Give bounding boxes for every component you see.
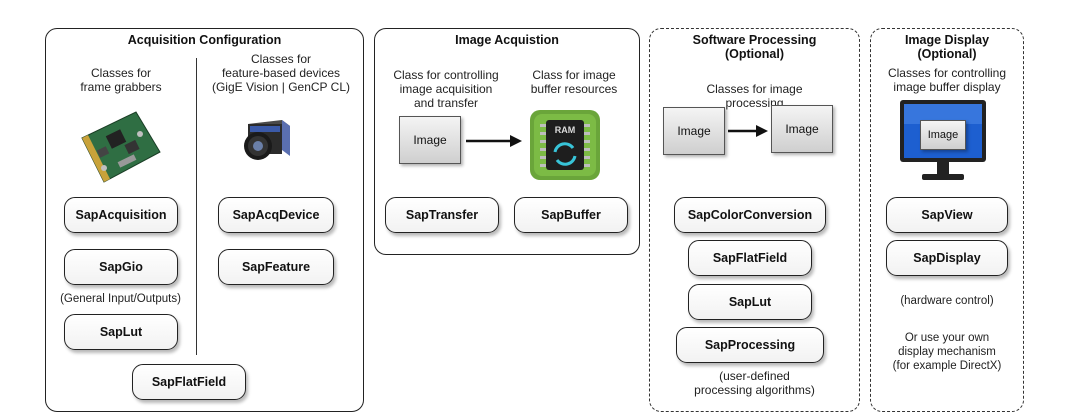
processing-arrow-icon (728, 125, 768, 137)
software-processing-panel (649, 28, 860, 412)
transfer-arrow-icon (466, 135, 522, 147)
processing-note: (user-defined processing algorithms) (694, 369, 815, 397)
hardware-control-note: (hardware control) (900, 295, 994, 307)
display-alternative-note: Or use your own display mechanism (for e… (892, 332, 1002, 372)
sap-acq-device-class[interactable]: SapAcqDevice (218, 197, 334, 233)
software-processing-title: Software Processing (Optional) (692, 33, 817, 61)
sap-feature-class[interactable]: SapFeature (218, 249, 334, 285)
acquisition-divider (196, 58, 197, 355)
gio-note: (General Input/Outputs) (60, 293, 181, 305)
sap-processing-class[interactable]: SapProcessing (676, 327, 824, 363)
display-image-box: Image (920, 120, 966, 150)
processing-output-image-box: Image (771, 105, 833, 153)
ram-label: RAM (554, 125, 576, 135)
sap-color-conversion-class[interactable]: SapColorConversion (674, 197, 826, 233)
sap-gio-class[interactable]: SapGio (64, 249, 178, 285)
sap-display-class[interactable]: SapDisplay (886, 240, 1008, 276)
frame-grabber-board-icon (81, 111, 161, 183)
frame-grabbers-label: Classes for frame grabbers (80, 66, 162, 94)
sap-acquisition-class[interactable]: SapAcquisition (64, 197, 178, 233)
sap-view-class[interactable]: SapView (886, 197, 1008, 233)
ram-chip-icon (530, 110, 600, 180)
image-display-description: Classes for controlling image buffer dis… (887, 66, 1007, 94)
sap-lut-class-acq[interactable]: SapLut (64, 314, 178, 350)
acquisition-configuration-title: Acquisition Configuration (127, 33, 282, 47)
acquisition-image-box: Image (399, 116, 461, 164)
transfer-class-label: Class for controlling image acquisition … (393, 68, 499, 110)
camera-icon (244, 120, 290, 160)
sap-flat-field-class-acq[interactable]: SapFlatField (132, 364, 246, 400)
processing-input-image-box: Image (663, 107, 725, 155)
sap-buffer-class[interactable]: SapBuffer (514, 197, 628, 233)
sap-lut-class-proc[interactable]: SapLut (688, 284, 812, 320)
software-processing-description: Classes for image processing (706, 82, 803, 110)
buffer-class-label: Class for image buffer resources (530, 68, 618, 96)
sap-flat-field-class-proc[interactable]: SapFlatField (688, 240, 812, 276)
image-display-title: Image Display (Optional) (904, 33, 990, 61)
sap-transfer-class[interactable]: SapTransfer (385, 197, 499, 233)
image-acquisition-title: Image Acquistion (455, 33, 559, 47)
image-acquisition-panel (374, 28, 640, 255)
image-display-panel (870, 28, 1024, 412)
acquisition-configuration-panel (45, 28, 364, 412)
feature-devices-label: Classes for feature-based devices (GigE … (211, 52, 351, 94)
